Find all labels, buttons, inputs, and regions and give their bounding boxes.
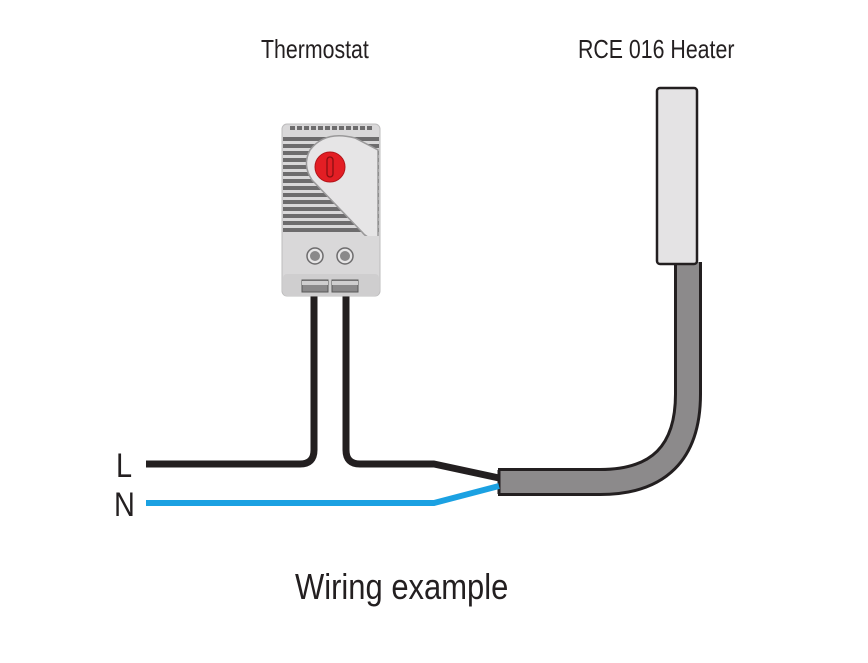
thermostat-label: Thermostat [261, 34, 369, 64]
neutral-wire [146, 483, 500, 506]
heater-label: RCE 016 Heater [578, 34, 735, 64]
thermostat-screws [306, 247, 354, 265]
live-wire-in [146, 292, 318, 468]
neutral-wire-label: N [114, 486, 135, 524]
diagram-caption: Wiring example [295, 566, 509, 607]
live-wire-out [342, 292, 500, 482]
thermostat [281, 123, 381, 297]
thermostat-terminals [301, 279, 359, 293]
heater-body [655, 86, 699, 266]
thermostat-top-vents [290, 126, 372, 130]
live-wire-label: L [116, 447, 133, 485]
heater-cable [497, 262, 702, 496]
thermostat-dial-icon[interactable] [314, 151, 346, 183]
